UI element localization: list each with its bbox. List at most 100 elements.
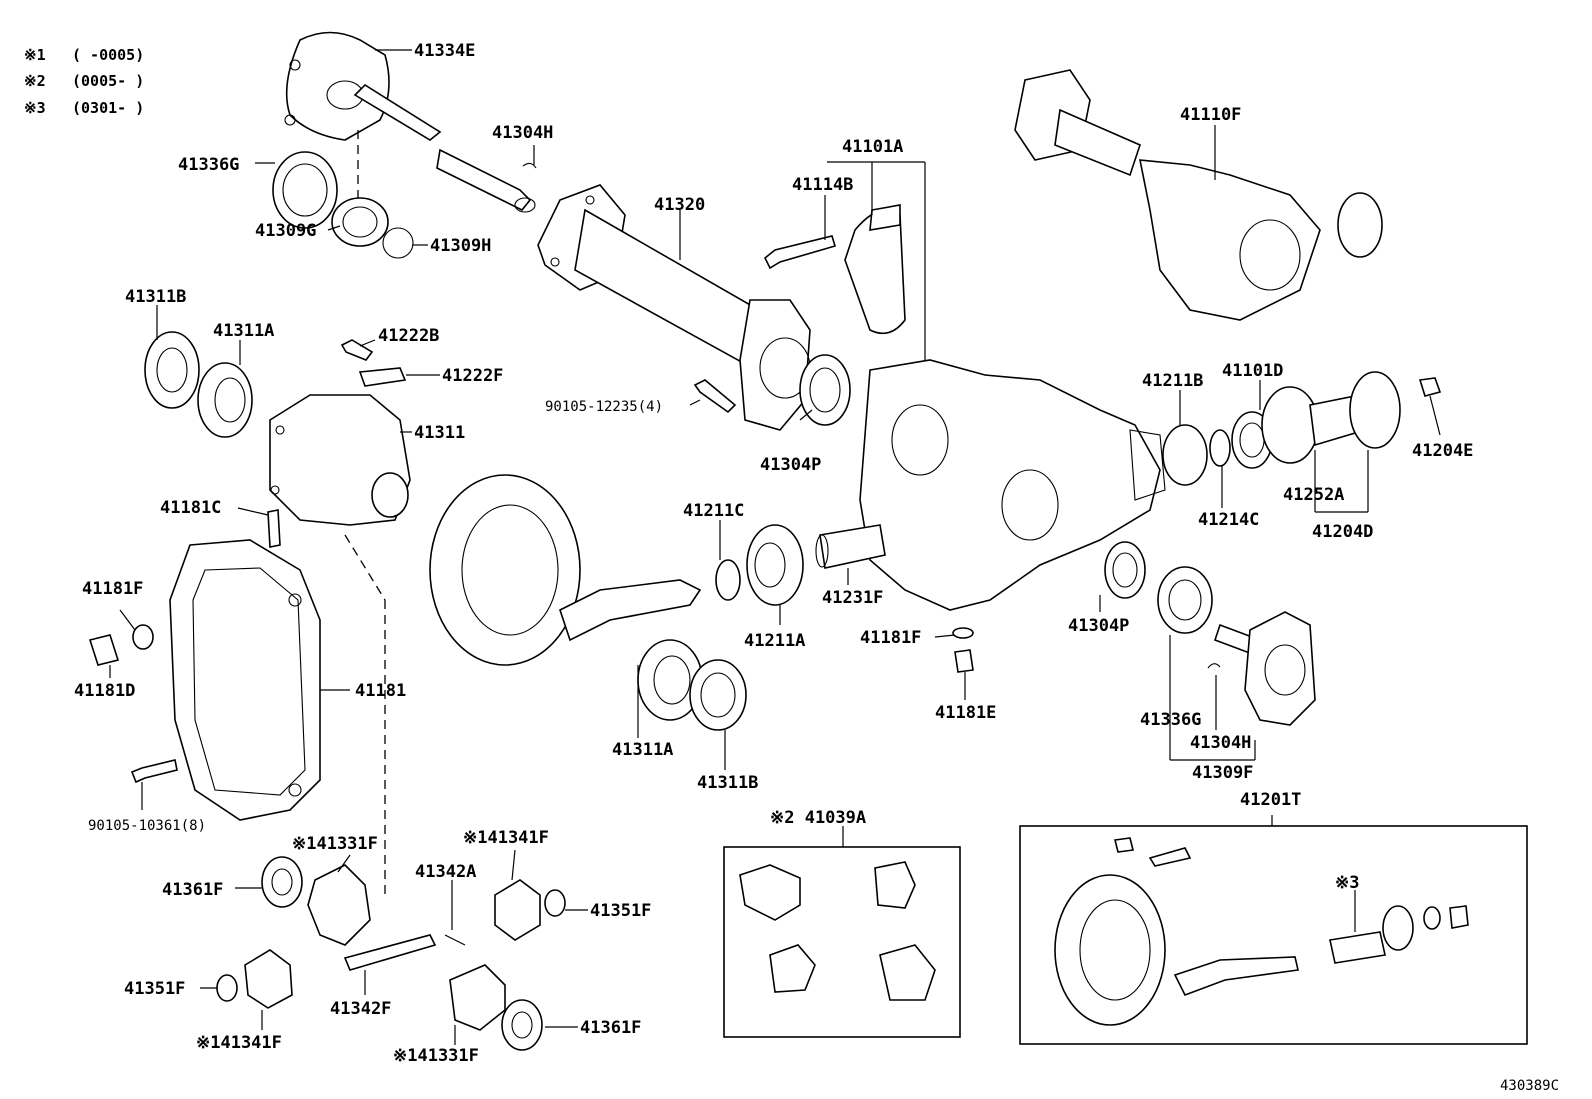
bearing-41311A-mid-drawing: [637, 639, 703, 721]
label-41342A: 41342A: [415, 862, 476, 882]
label-41351F-left: 41351F: [124, 979, 185, 999]
label-41204E: 41204E: [1412, 441, 1473, 461]
shaft-41342F-drawing: [343, 934, 437, 971]
label-41311B-mid: 41311B: [697, 773, 758, 793]
thrust-washer-41361F-left-drawing: [261, 856, 303, 908]
label-41222F: 41222F: [442, 366, 503, 386]
note-3-mark: ※3: [24, 99, 46, 117]
ref-line-case: [344, 534, 386, 601]
side-gear-41331F-top-drawing: [307, 864, 371, 946]
label-41342F: 41342F: [330, 999, 391, 1019]
axle-shaft-41334E-drawing: [284, 31, 536, 213]
label-41201T: 41201T: [1240, 790, 1301, 810]
bolt-41114B-drawing: [763, 235, 836, 270]
label-41334E: 41334E: [414, 41, 475, 61]
label-41361F-right: 41361F: [580, 1018, 641, 1038]
label-41114B: 41114B: [792, 175, 853, 195]
label-41311A-left: 41311A: [213, 321, 274, 341]
note-2-mark: ※2: [24, 72, 46, 90]
label-41361F-left: 41361F: [162, 880, 223, 900]
label-41211C: 41211C: [683, 501, 744, 521]
label-41304H-top: 41304H: [492, 123, 553, 143]
label-41204D: 41204D: [1312, 522, 1373, 542]
label-41309H: 41309H: [430, 236, 491, 256]
bolt-41222B-drawing: [340, 339, 374, 361]
label-41304H-bottom: 41304H: [1190, 733, 1251, 753]
label-41181D: 41181D: [74, 681, 135, 701]
oil-seal-41336G-bottom-drawing: [1157, 566, 1213, 634]
note-1-range: ( -0005): [72, 46, 144, 64]
label-41101D: 41101D: [1222, 361, 1283, 381]
part-labels: 41334E 41304H 41336G 41309G 41309H 41320…: [74, 41, 1559, 1094]
bearing-41309G-drawing: [331, 197, 389, 247]
label-41311A-mid: 41311A: [612, 740, 673, 760]
label-mark-3: ※3: [1335, 873, 1359, 893]
label-41101A: 41101A: [842, 137, 903, 157]
label-41231F: 41231F: [822, 588, 883, 608]
bracket-41101A-drawing: [844, 204, 906, 335]
note-3-range: (0301- ): [72, 99, 144, 117]
label-90105-12235: 90105-12235(4): [545, 399, 663, 415]
kit-41039A-box: [723, 846, 961, 1038]
label-41304P-top: 41304P: [760, 455, 821, 475]
snap-ring-41304H-bottom-drawing: [1207, 663, 1221, 669]
snap-ring-41304H-top-drawing: [522, 162, 537, 169]
label-41181F-left: 41181F: [82, 579, 143, 599]
spacer-41211C-drawing: [715, 559, 741, 601]
label-41181F-mid: 41181F: [860, 628, 921, 648]
label-41211A: 41211A: [744, 631, 805, 651]
spacer-41214C-drawing: [1209, 429, 1231, 467]
label-41341F-bottom: ※141341F: [196, 1033, 282, 1053]
pinion-41341F-top-drawing: [494, 879, 541, 941]
label-41181C: 41181C: [160, 498, 221, 518]
label-41222B: 41222B: [378, 326, 439, 346]
flange-shaft-41309F-drawing: [1213, 611, 1316, 726]
oil-seal-41304P-top-drawing: [799, 354, 851, 426]
carrier-assembly-41110F-drawing: [1014, 69, 1383, 321]
leader-lines: [109, 49, 1441, 1045]
breather-41181C-drawing: [267, 509, 281, 548]
catalog-code: 430389C: [1500, 1078, 1559, 1094]
bearing-41311B-left-drawing: [144, 331, 200, 409]
cover-41181-drawing: [169, 539, 321, 821]
label-41252A: 41252A: [1283, 485, 1344, 505]
label-41351F-right: 41351F: [590, 901, 651, 921]
label-41214C: 41214C: [1198, 510, 1259, 530]
bolt-90105-10361-drawing: [130, 759, 178, 784]
kit-41201T-box: [1019, 825, 1528, 1045]
label-41211B: 41211B: [1142, 371, 1203, 391]
ring-gear-drawing: [429, 474, 702, 666]
bolt-90105-12235-drawing: [693, 379, 737, 414]
tube-41320-drawing: [537, 184, 811, 431]
snap-ring-41309H-drawing: [382, 227, 414, 259]
bearing-41211A-drawing: [746, 524, 804, 606]
differential-carrier-drawing: [859, 359, 1166, 611]
applicability-notes: ※1 ( -0005) ※2 (0005- ) ※3 (0301- ): [24, 46, 144, 117]
label-41181: 41181: [355, 681, 406, 701]
companion-flange-41204D-drawing: [1261, 371, 1401, 464]
oil-seal-41304P-bottom-drawing: [1104, 541, 1146, 599]
label-90105-10361: 90105-10361(8): [88, 818, 206, 834]
label-41331F-bottom: ※141331F: [393, 1046, 479, 1066]
drain-plug-41181E-drawing: [952, 627, 974, 673]
washer-41351F-left-drawing: [216, 974, 238, 1002]
pin-41342A-drawing: [444, 934, 466, 946]
label-41304P-bottom: 41304P: [1068, 616, 1129, 636]
label-41181E: 41181E: [935, 703, 996, 723]
washer-41351F-right-drawing: [544, 889, 566, 917]
side-gear-41331F-bottom-drawing: [449, 964, 506, 1031]
label-41320: 41320: [654, 195, 705, 215]
label-41309G: 41309G: [255, 221, 316, 241]
label-41039A: ※2 41039A: [770, 808, 866, 828]
note-1-mark: ※1: [24, 46, 46, 64]
bearing-41211B-drawing: [1162, 424, 1208, 486]
label-41110F: 41110F: [1180, 105, 1241, 125]
bearing-41311A-left-drawing: [197, 362, 253, 438]
differential-case-41311-drawing: [269, 394, 411, 526]
label-41309F: 41309F: [1192, 763, 1253, 783]
plug-41181D-drawing: [88, 634, 120, 666]
label-41336G-top: 41336G: [178, 155, 239, 175]
label-41311B-left: 41311B: [125, 287, 186, 307]
label-41311: 41311: [414, 423, 465, 443]
